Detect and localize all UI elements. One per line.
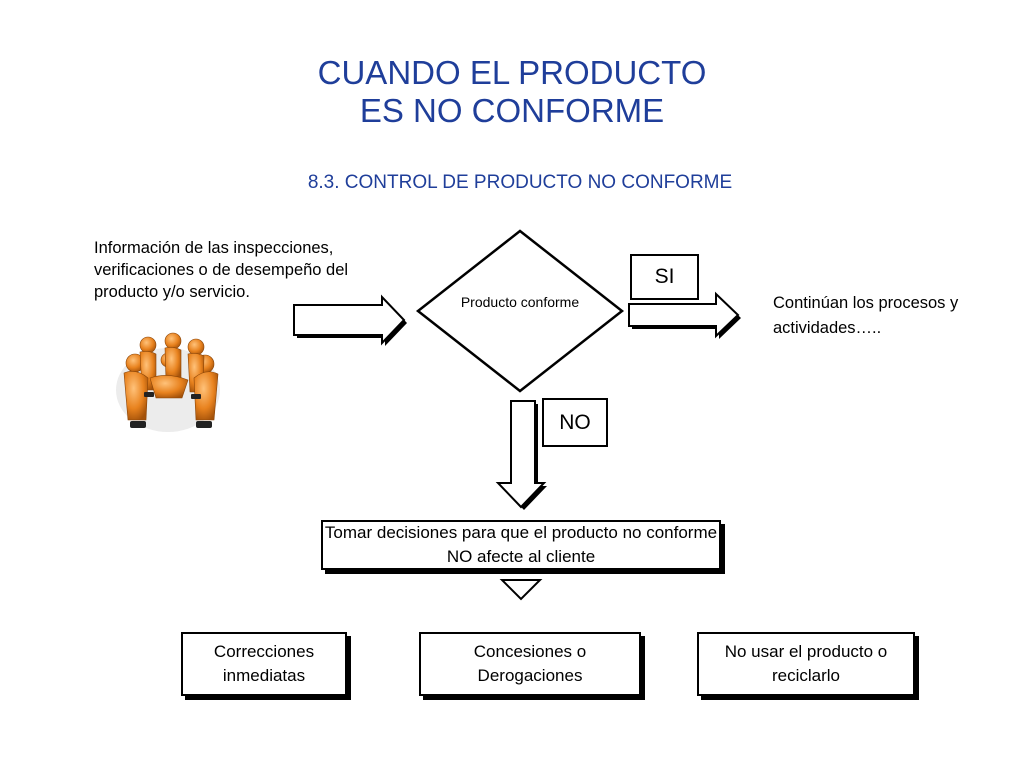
arrow-no-face [495,400,547,509]
option-text: Concesiones o Derogaciones [473,642,587,685]
title-line-1: CUANDO EL PRODUCTO [317,54,707,91]
option-box-concessions: Concesiones o Derogaciones [419,632,641,696]
yes-label: SI [630,254,699,300]
arrow-input-to-decision-face [293,294,406,346]
option-text: No usar el producto o reciclarlo [724,642,888,685]
arrow-to-options [499,579,543,601]
decision-question: Producto conforme [460,294,580,310]
no-label: NO [542,398,608,447]
input-information-text: Información de las inspecciones, verific… [94,239,349,301]
page-title: CUANDO EL PRODUCTO ES NO CONFORME [0,54,1024,130]
decision-diamond [415,229,625,393]
page-subtitle: 8.3. CONTROL DE PRODUCTO NO CONFORME [307,172,733,193]
team-huddle-icon [116,332,220,432]
title-line-2: ES NO CONFORME [359,92,665,129]
arrow-yes-face [628,291,740,339]
option-text: Correcciones inmediatas [213,642,315,685]
yes-outcome-text: Continúan los procesos y actividades….. [773,294,959,337]
option-box-corrections: Correcciones inmediatas [181,632,347,696]
no-action-text: Tomar decisiones para que el producto no… [324,523,718,566]
option-box-discard: No usar el producto o reciclarlo [697,632,915,696]
no-action-box: Tomar decisiones para que el producto no… [321,520,721,570]
